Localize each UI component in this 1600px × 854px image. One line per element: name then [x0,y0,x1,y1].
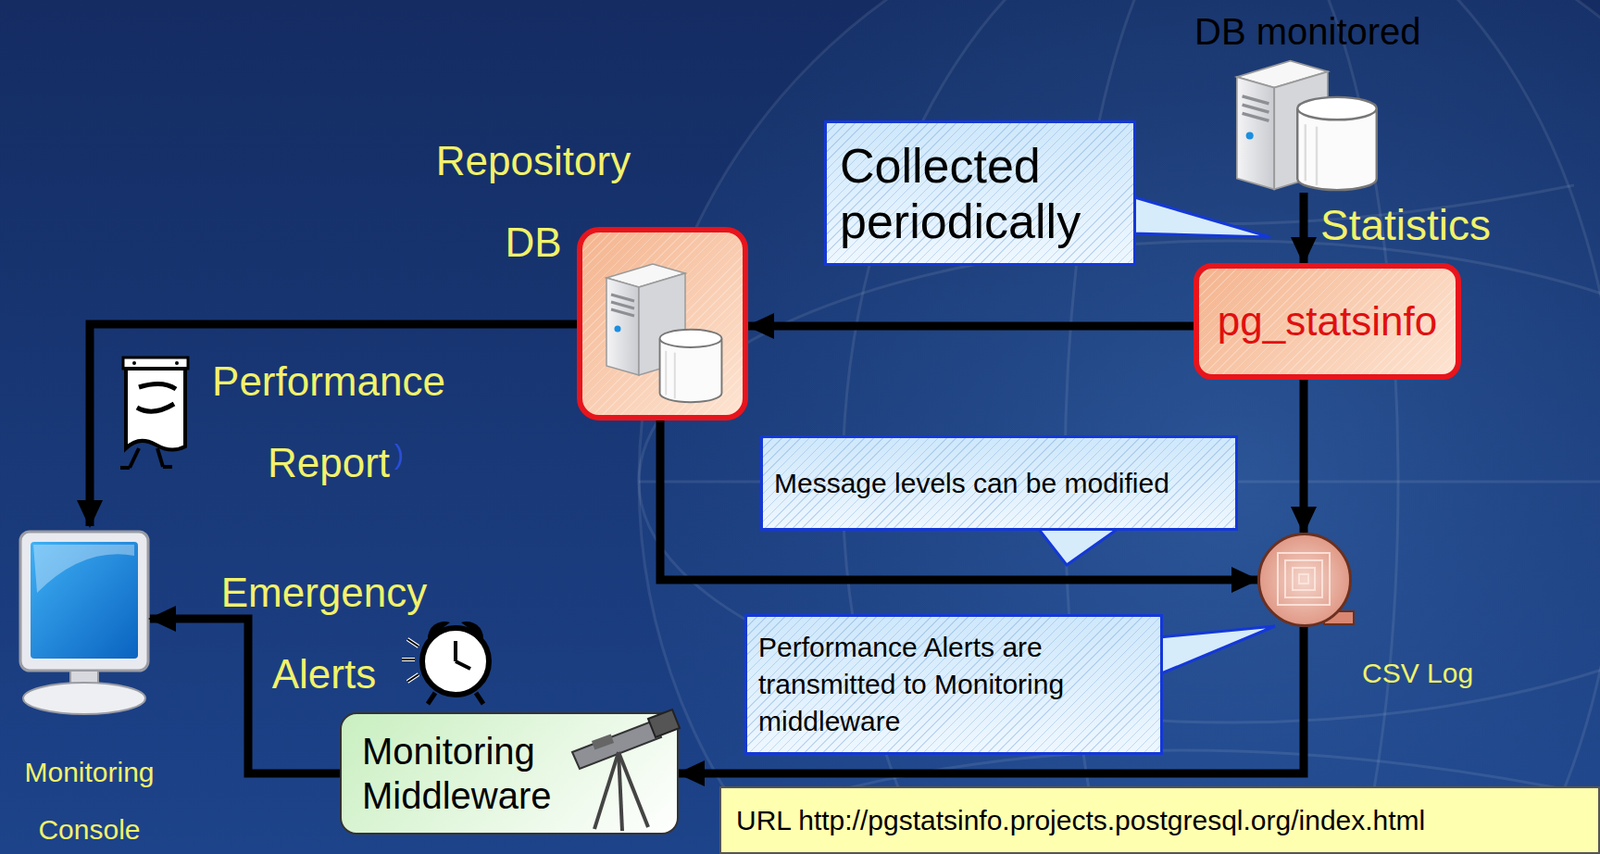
url-text: URL http://pgstatsinfo.projects.postgres… [736,804,1425,837]
flow-arrow [748,322,1194,331]
edge-label: Statistics [1320,200,1491,250]
alarm-clock-icon [401,621,489,704]
stray-mark: ) [394,438,404,471]
middleware-box: Monitoring Middleware [339,712,679,835]
edge-label: Performance Report [194,340,463,504]
callout-tail [1131,196,1271,238]
process-box: pg_statsinfo [1193,262,1462,380]
node-heading: Repository DB [412,120,654,284]
server-node: DB monitored [1194,9,1463,193]
callout-text: Performance Alerts are transmitted to Mo… [758,628,1150,740]
report-icon [120,357,188,468]
log-circle: CSV Log [1257,532,1352,627]
callout-box: Collected periodically [824,120,1137,266]
flow-arrow [1300,379,1309,533]
callout-box: Message levels can be modified [760,435,1238,531]
node-label: Monitoring Console [8,743,171,854]
middleware-label: Monitoring Middleware [362,728,575,818]
callout-text: Message levels can be modified [774,465,1170,501]
telescope-icon [572,709,680,831]
log-spiral [1277,552,1330,605]
callout-text: Collected periodically [839,137,1121,250]
url-box: URL http://pgstatsinfo.projects.postgres… [719,786,1600,854]
flow-arrow [1300,192,1309,263]
repository-server-icon [606,263,722,402]
node-label: CSV Log [1362,657,1474,689]
callout-tail [1037,526,1121,565]
callout-tail [1159,625,1275,675]
node-label: DB monitored [1194,9,1422,54]
flow-arrow [89,324,577,526]
edge-label: Emergency Alerts [207,551,441,715]
monitor-icon [20,531,149,714]
process-label: pg_statsinfo [1217,298,1438,345]
callout-box: Performance Alerts are transmitted to Mo… [744,613,1163,755]
repository-box: Repository DB [576,226,749,421]
console-node: Monitoring Console [15,525,150,720]
flow-arrow [660,420,1258,580]
server-icon [1237,61,1377,190]
